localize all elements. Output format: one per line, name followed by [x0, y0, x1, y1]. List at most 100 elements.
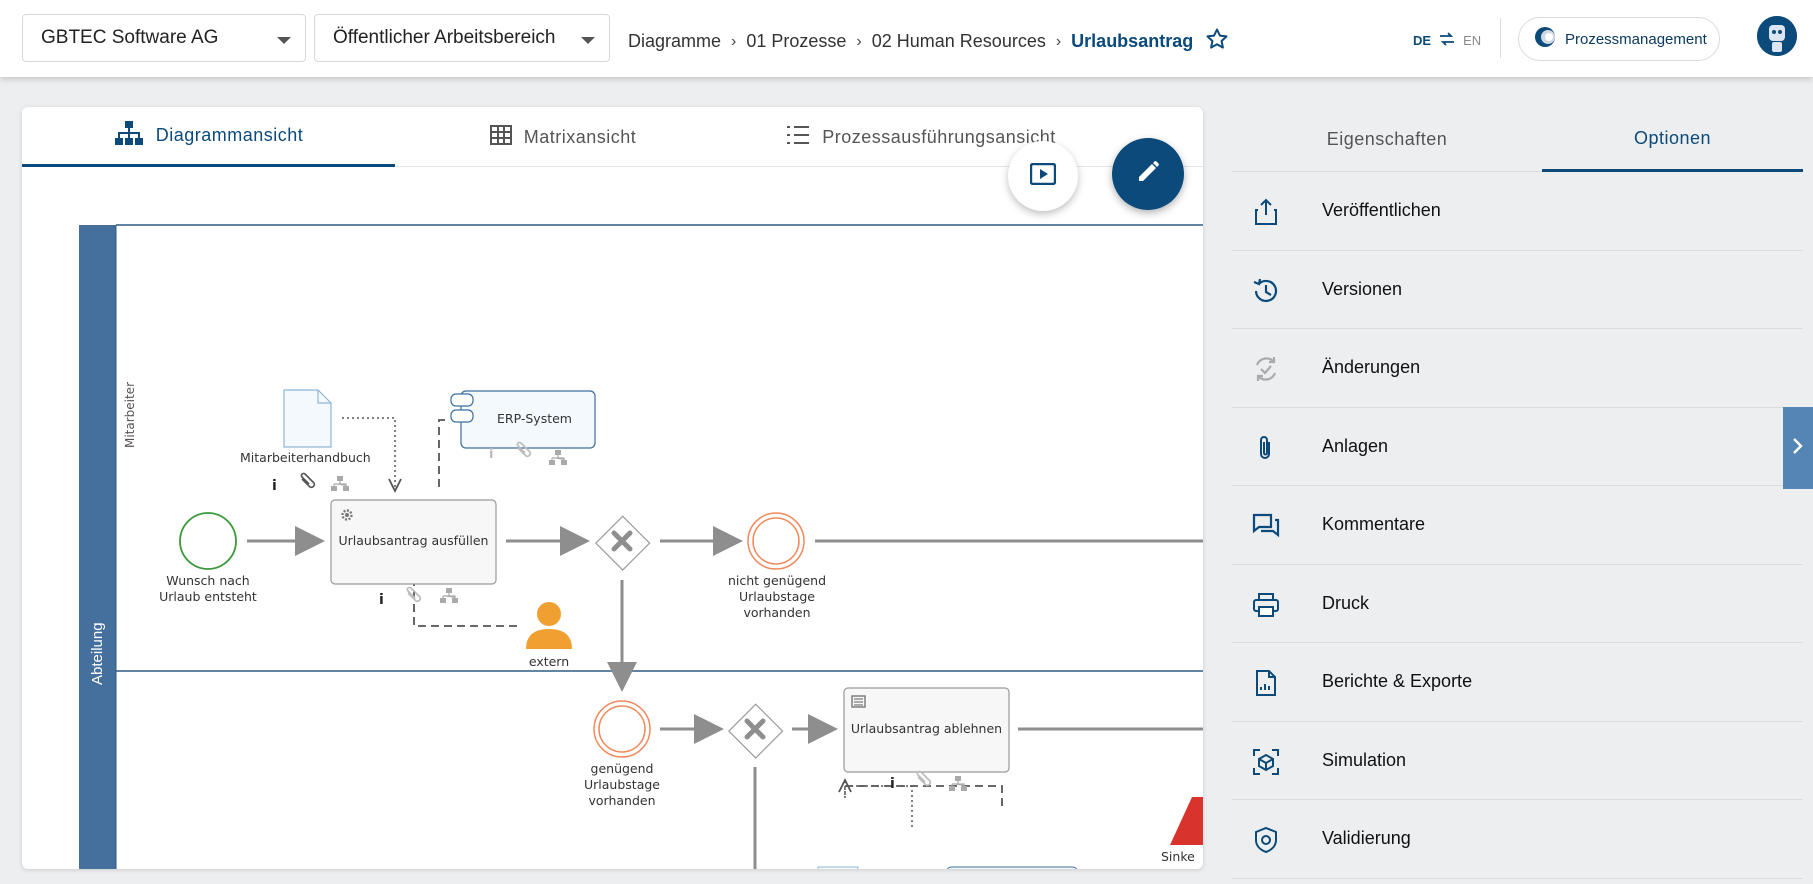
- workspace-select[interactable]: Öffentlicher Arbeitsbereich: [314, 14, 610, 62]
- breadcrumb-diagramme[interactable]: Diagramme: [628, 31, 722, 51]
- info-icon: i: [489, 447, 493, 462]
- changes-icon: [1252, 355, 1280, 383]
- breadcrumb-current: Urlaubsantrag: [1071, 31, 1194, 51]
- lane-label: Mitarbeiter: [123, 381, 137, 449]
- option-label: Kommentare: [1322, 514, 1426, 535]
- lang-de[interactable]: DE: [1413, 33, 1432, 48]
- document-shape: [283, 389, 332, 448]
- organization-select-value: GBTEC Software AG: [41, 27, 219, 48]
- gateway-1: [594, 515, 651, 571]
- warning-shape: [1170, 797, 1203, 845]
- grid-icon: [489, 124, 512, 150]
- option-label: Druck: [1322, 592, 1370, 613]
- task-urlaubsantrag-ablehnen: [843, 687, 1010, 773]
- chevron-down-icon: [581, 37, 595, 44]
- play-icon: [1029, 162, 1057, 190]
- diagram-canvas: i i i i: [79, 224, 1203, 869]
- gear-icon: [341, 509, 353, 521]
- module-logo-icon: [1533, 25, 1557, 53]
- hierarchy-icon: [949, 776, 967, 791]
- diagram-panel: i i i i Abteilung Mitarb: [22, 107, 1203, 869]
- option-changes[interactable]: Änderungen: [1232, 329, 1803, 408]
- option-label: Anlagen: [1322, 435, 1389, 456]
- hierarchy-icon: [440, 588, 458, 603]
- pool-band: [79, 225, 116, 869]
- option-reports[interactable]: Berichte & Exporte: [1232, 643, 1803, 722]
- lang-en[interactable]: EN: [1463, 33, 1482, 48]
- paperclip-icon: [300, 472, 316, 489]
- task-fill-label[interactable]: Urlaubsantrag ausfüllen: [338, 533, 489, 548]
- avatar[interactable]: [1757, 16, 1797, 56]
- module-button-label: Prozessmanagement: [1565, 30, 1707, 48]
- option-simulation[interactable]: Simulation: [1232, 722, 1803, 800]
- play-button[interactable]: [1008, 141, 1078, 211]
- report-icon: [1252, 669, 1280, 697]
- role-label[interactable]: extern: [528, 654, 570, 669]
- tab-matrix[interactable]: Matrixansicht: [395, 107, 731, 167]
- option-print[interactable]: Druck: [1232, 565, 1803, 643]
- tab-matrix-label: Matrixansicht: [523, 126, 637, 147]
- option-attachments[interactable]: Anlagen: [1232, 408, 1803, 486]
- paperclip-icon: [516, 441, 532, 458]
- chevron-right-icon: ›: [1055, 32, 1062, 50]
- pool-label: Abteilung: [89, 622, 106, 685]
- paperclip-icon: [916, 770, 932, 787]
- info-icon: i: [379, 592, 384, 608]
- comments-icon: [1252, 512, 1280, 540]
- option-publish[interactable]: Veröffentlichen: [1232, 172, 1803, 251]
- tab-diagram[interactable]: Diagrammansicht: [22, 107, 395, 167]
- breadcrumb-prozesse[interactable]: 01 Prozesse: [746, 31, 847, 51]
- module-button[interactable]: Prozessmanagement: [1518, 17, 1720, 61]
- list-icon: [786, 124, 810, 151]
- history-icon: [1252, 277, 1280, 305]
- chevron-right-icon: ›: [856, 32, 862, 50]
- info-icon: i: [272, 478, 277, 494]
- option-label: Änderungen: [1322, 357, 1421, 378]
- tab-options[interactable]: Optionen: [1542, 107, 1803, 172]
- role-extern: [526, 602, 572, 649]
- tab-properties[interactable]: Eigenschaften: [1326, 129, 1448, 149]
- breadcrumb: Diagramme › 01 Prozesse › 02 Human Resou…: [628, 27, 1229, 56]
- start-event: [179, 512, 237, 570]
- share-icon: [1252, 198, 1280, 226]
- option-label: Simulation: [1322, 749, 1407, 770]
- language-switch[interactable]: DE EN: [1413, 32, 1481, 49]
- tab-execution[interactable]: Prozessausführungsansicht: [731, 107, 1111, 167]
- tab-execution-label: Prozessausführungsansicht: [822, 126, 1056, 147]
- swap-icon[interactable]: [1439, 32, 1455, 49]
- printer-icon: [1252, 591, 1280, 619]
- option-versions[interactable]: Versionen: [1232, 251, 1803, 329]
- panel-collapse-handle[interactable]: [1783, 407, 1813, 489]
- task-reject-label[interactable]: Urlaubsantrag ablehnen: [850, 721, 1003, 736]
- hierarchy-icon: [549, 450, 567, 465]
- system-label[interactable]: ERP-System: [497, 411, 572, 426]
- paperclip-icon: [1252, 434, 1280, 462]
- edit-button[interactable]: [1112, 138, 1184, 210]
- breadcrumb-human-resources[interactable]: 02 Human Resources: [871, 31, 1046, 51]
- pencil-icon: [1136, 160, 1160, 189]
- options-list: Veröffentlichen Versionen Änderungen Anl…: [1232, 172, 1803, 879]
- task-urlaubsantrag-ausfuellen: [330, 499, 497, 585]
- partial-label: Sinke: [1161, 849, 1195, 864]
- option-label: Berichte & Exporte: [1322, 671, 1473, 692]
- option-comments[interactable]: Kommentare: [1232, 486, 1803, 565]
- document-label[interactable]: Mitarbeiterhandbuch: [240, 450, 371, 465]
- chevron-right-icon: ›: [731, 32, 737, 50]
- chevron-right-icon: [1792, 437, 1804, 460]
- validation-icon: [1252, 826, 1280, 854]
- simulation-icon: [1252, 748, 1280, 776]
- chevron-down-icon: [277, 37, 291, 44]
- top-bar: GBTEC Software AG Öffentlicher Arbeitsbe…: [0, 0, 1813, 77]
- hierarchy-icon: [331, 476, 349, 491]
- side-tabs: Eigenschaften Optionen: [1232, 107, 1803, 172]
- option-label: Veröffentlichen: [1322, 200, 1441, 221]
- organization-select[interactable]: GBTEC Software AG: [22, 14, 306, 62]
- tab-diagram-label: Diagrammansicht: [155, 125, 304, 145]
- option-validation[interactable]: Validierung: [1232, 800, 1803, 879]
- star-icon[interactable]: [1205, 27, 1229, 56]
- workspace-select-value: Öffentlicher Arbeitsbereich: [333, 27, 556, 48]
- option-label: Validierung: [1322, 828, 1411, 849]
- manual-task-icon: [851, 695, 866, 708]
